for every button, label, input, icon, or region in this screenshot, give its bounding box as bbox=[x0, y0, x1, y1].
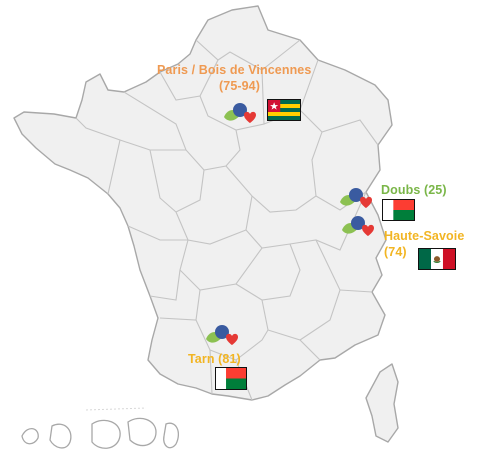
leaf-berry-heart-icon bbox=[206, 325, 238, 345]
leaf-berry-heart-icon bbox=[340, 188, 372, 208]
leaf-berry-heart-icon bbox=[224, 103, 256, 123]
label-haute-savoie-line2: (74) bbox=[384, 245, 407, 259]
togo-flag-icon bbox=[267, 99, 301, 121]
madagascar-flag-icon bbox=[382, 199, 415, 221]
label-tarn: Tarn (81) bbox=[188, 352, 241, 366]
mexico-flag-icon bbox=[418, 248, 456, 270]
label-paris-line1: Paris / Bois de Vincennes bbox=[157, 63, 312, 77]
leaf-berry-heart-icon bbox=[342, 216, 374, 236]
label-haute-savoie-line1: Haute-Savoie bbox=[384, 229, 465, 243]
corsica bbox=[365, 363, 399, 443]
madagascar-flag-icon bbox=[215, 367, 247, 390]
label-doubs: Doubs (25) bbox=[381, 183, 447, 197]
region-borders bbox=[75, 39, 379, 401]
overseas-territories bbox=[21, 417, 180, 449]
label-paris-line2: (75-94) bbox=[219, 79, 260, 93]
